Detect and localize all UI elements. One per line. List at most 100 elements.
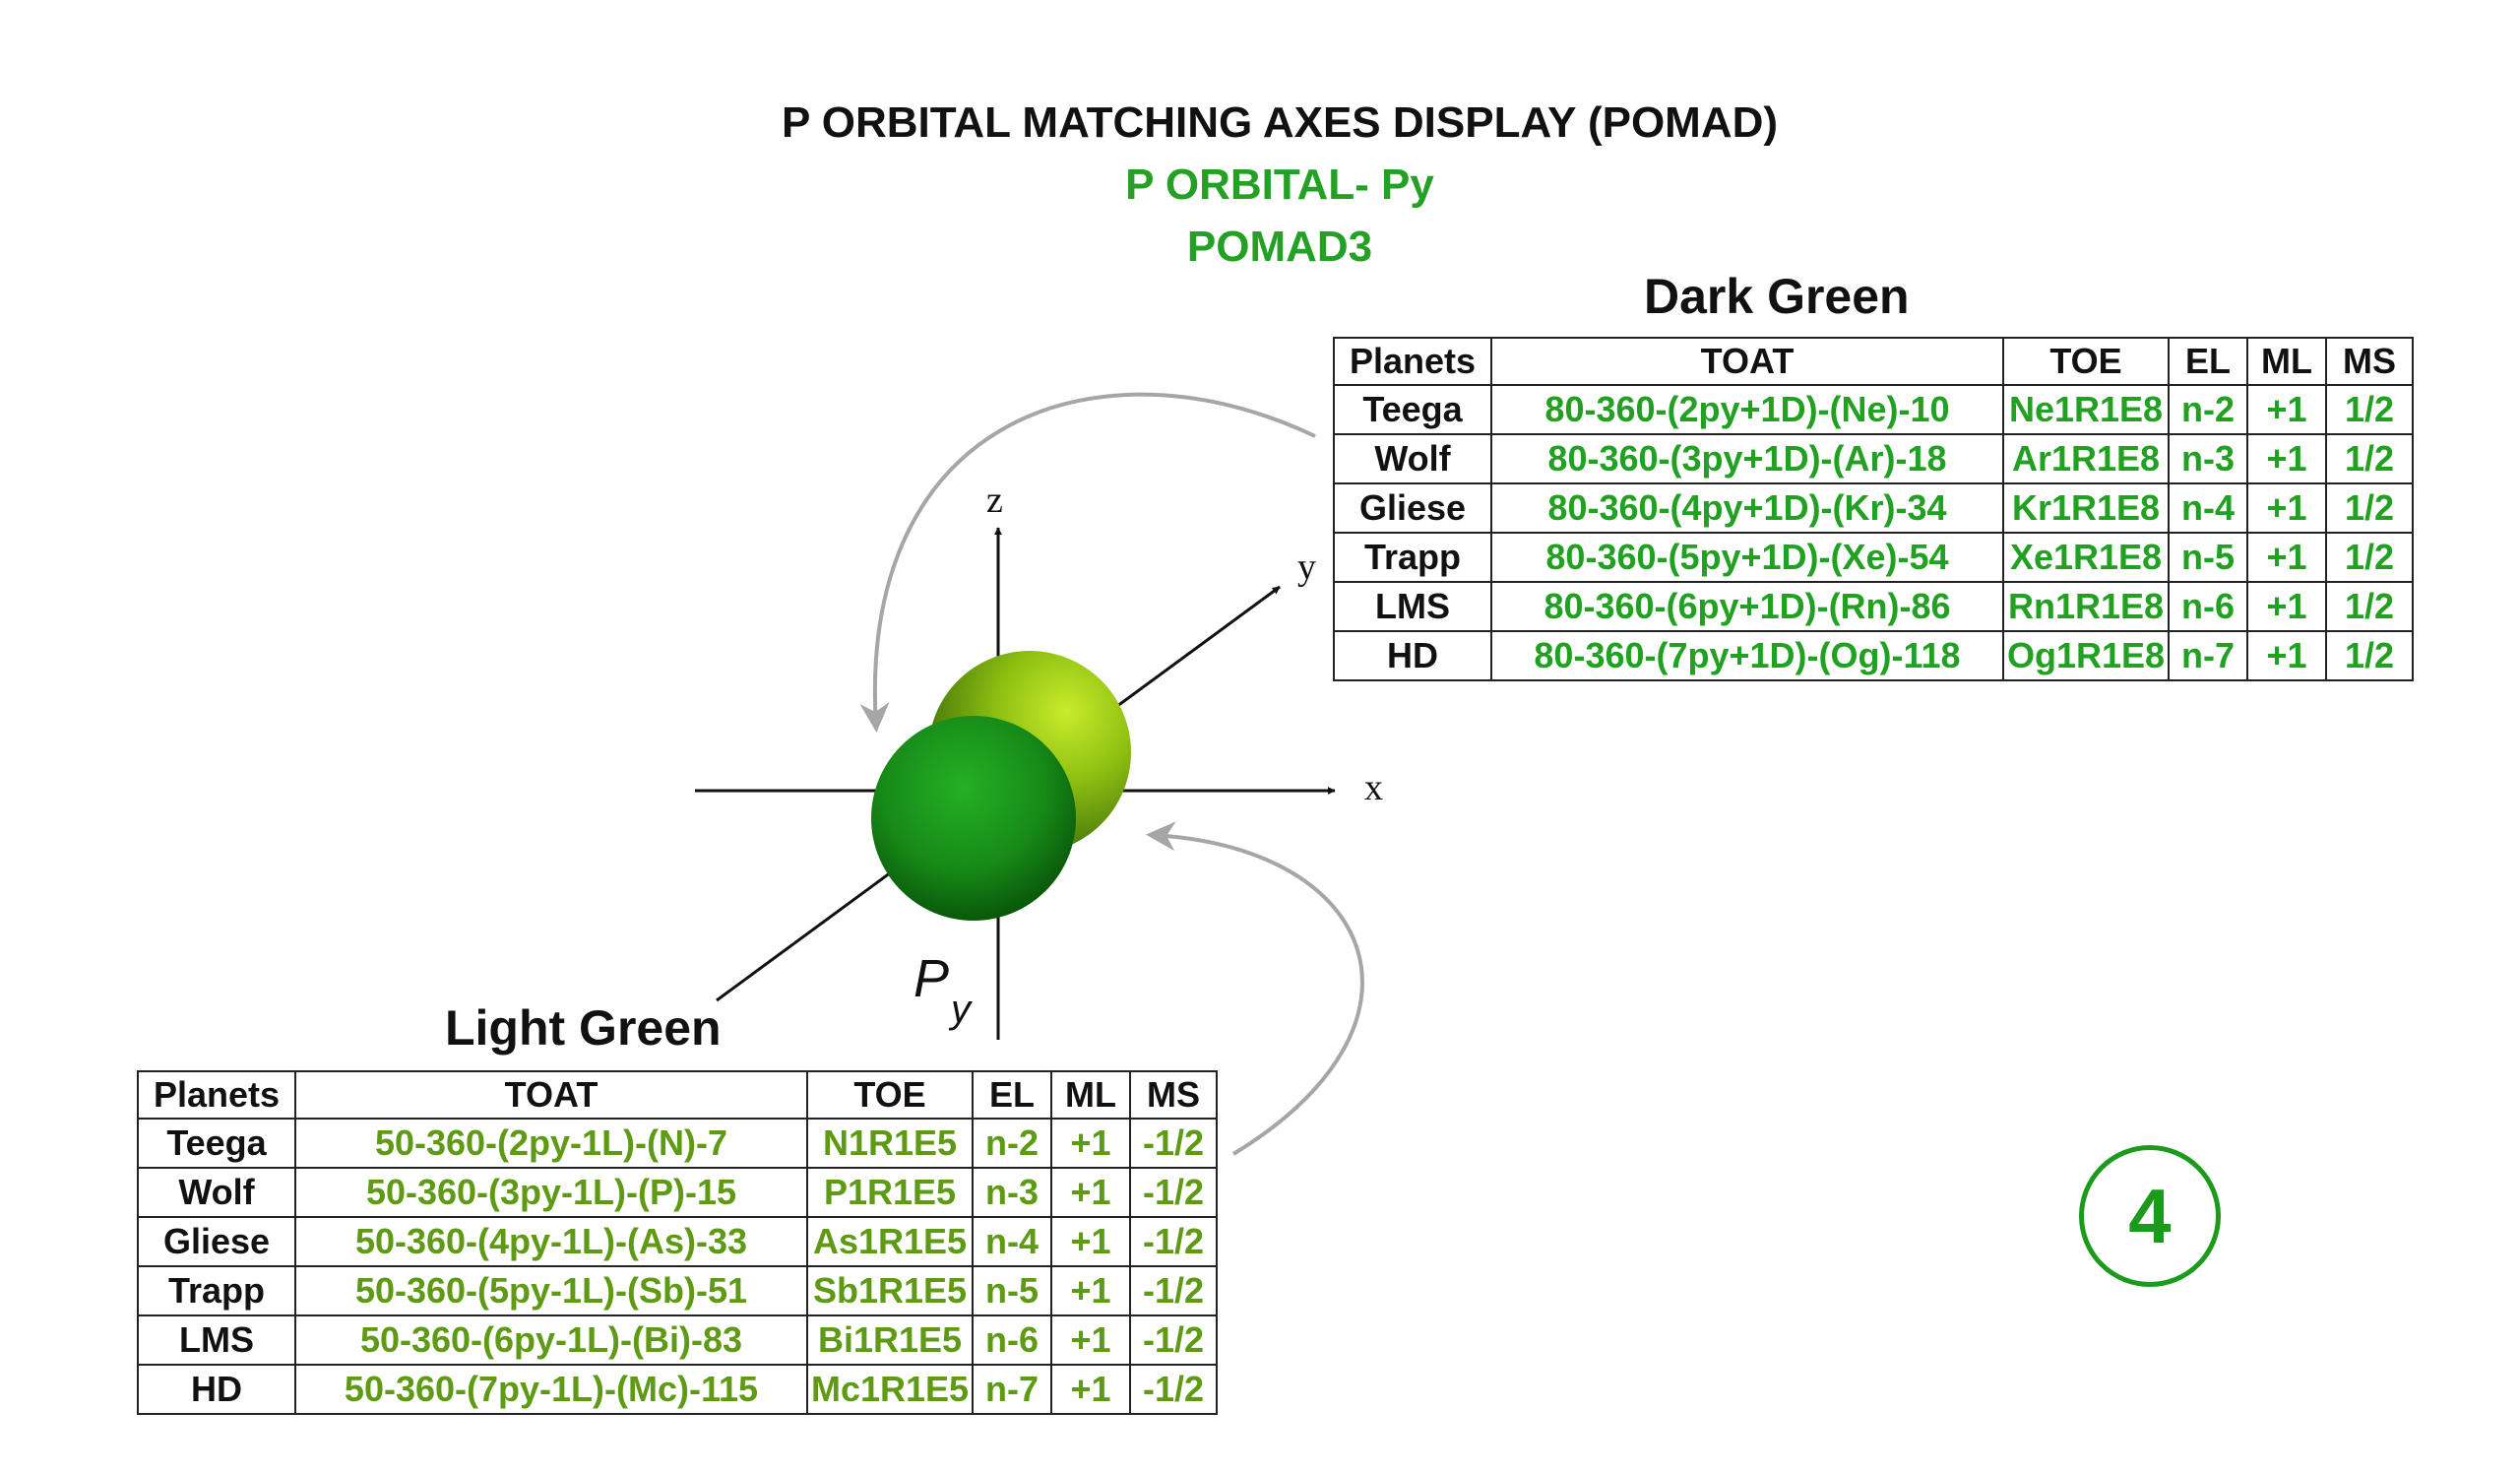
table-cell-ml: +1 bbox=[2246, 532, 2327, 583]
orbital-subtitle: P ORBITAL- Py bbox=[1125, 160, 1434, 209]
table-cell-ml: +1 bbox=[2246, 630, 2327, 681]
table-cell-ms: 1/2 bbox=[2325, 532, 2414, 583]
table-cell-ms: -1/2 bbox=[1129, 1364, 1218, 1415]
table-cell-ms: 1/2 bbox=[2325, 581, 2414, 632]
table-cell-ml: +1 bbox=[2246, 433, 2327, 484]
table-cell-toe: Bi1R1E5 bbox=[806, 1314, 974, 1366]
table-cell-planet: Wolf bbox=[137, 1167, 296, 1218]
table-cell-ms: 1/2 bbox=[2325, 384, 2414, 435]
table-cell-ms: 1/2 bbox=[2325, 630, 2414, 681]
table-cell-toe: P1R1E5 bbox=[806, 1167, 974, 1218]
table-cell-el: n-3 bbox=[2168, 433, 2248, 484]
pomad-code: POMAD3 bbox=[1186, 223, 1373, 271]
axis-y-label: y bbox=[1297, 546, 1316, 588]
column-header: ML bbox=[1050, 1070, 1131, 1120]
table-cell-toat: 80-360-(2py+1D)-(Ne)-10 bbox=[1490, 384, 2004, 435]
page-number-badge: 4 bbox=[2079, 1145, 2221, 1287]
table-cell-planet: Teega bbox=[137, 1118, 296, 1169]
table-cell-toe: Mc1R1E5 bbox=[806, 1364, 974, 1415]
table-header-row: Planets TOAT TOE EL ML MS bbox=[137, 1070, 1218, 1120]
table-cell-toat: 50-360-(4py-1L)-(As)-33 bbox=[294, 1216, 808, 1267]
table-cell-toe: N1R1E5 bbox=[806, 1118, 974, 1169]
table-cell-ml: +1 bbox=[1050, 1118, 1131, 1169]
column-header: MS bbox=[2325, 337, 2414, 386]
table-cell-el: n-5 bbox=[2168, 532, 2248, 583]
table-header-row: Planets TOAT TOE EL ML MS bbox=[1333, 337, 2414, 386]
table-cell-el: n-7 bbox=[2168, 630, 2248, 681]
table-cell-toe: Rn1R1E8 bbox=[2002, 581, 2170, 632]
table-cell-toe: Sb1R1E5 bbox=[806, 1265, 974, 1316]
table-cell-el: n-7 bbox=[972, 1364, 1052, 1415]
light-green-heading: Light Green bbox=[445, 1000, 722, 1056]
table-cell-planet: LMS bbox=[137, 1314, 296, 1366]
table-cell-ms: -1/2 bbox=[1129, 1216, 1218, 1267]
table-cell-planet: Wolf bbox=[1333, 433, 1492, 484]
table-cell-planet: LMS bbox=[1333, 581, 1492, 632]
dark-green-heading: Dark Green bbox=[1644, 269, 1910, 324]
table-cell-planet: Gliese bbox=[1333, 482, 1492, 534]
column-header: EL bbox=[972, 1070, 1052, 1120]
table-cell-toat: 50-360-(3py-1L)-(P)-15 bbox=[294, 1167, 808, 1218]
table-cell-planet: Trapp bbox=[1333, 532, 1492, 583]
table-cell-ms: -1/2 bbox=[1129, 1314, 1218, 1366]
table-cell-toat: 50-360-(5py-1L)-(Sb)-51 bbox=[294, 1265, 808, 1316]
table-cell-el: n-4 bbox=[2168, 482, 2248, 534]
column-header: Planets bbox=[137, 1070, 296, 1120]
table-cell-toat: 80-360-(7py+1D)-(Og)-118 bbox=[1490, 630, 2004, 681]
table-cell-ml: +1 bbox=[2246, 581, 2327, 632]
table-cell-toe: Ar1R1E8 bbox=[2002, 433, 2170, 484]
table-cell-ml: +1 bbox=[2246, 384, 2327, 435]
table-cell-ml: +1 bbox=[2246, 482, 2327, 534]
table-cell-ml: +1 bbox=[1050, 1167, 1131, 1218]
column-header: TOE bbox=[2002, 337, 2170, 386]
table-cell-planet: Trapp bbox=[137, 1265, 296, 1316]
table-cell-toat: 80-360-(3py+1D)-(Ar)-18 bbox=[1490, 433, 2004, 484]
orbital-label-subscript: y bbox=[948, 988, 974, 1031]
table-cell-toe: Kr1R1E8 bbox=[2002, 482, 2170, 534]
table-cell-el: n-6 bbox=[972, 1314, 1052, 1366]
table-cell-ms: -1/2 bbox=[1129, 1167, 1218, 1218]
table-cell-el: n-5 bbox=[972, 1265, 1052, 1316]
column-header: TOE bbox=[806, 1070, 974, 1120]
table-cell-ml: +1 bbox=[1050, 1265, 1131, 1316]
axis-x-label: x bbox=[1364, 767, 1383, 808]
dark-green-connector-arrow bbox=[859, 392, 1316, 733]
page-title: P ORBITAL MATCHING AXES DISPLAY (POMAD) bbox=[781, 98, 1779, 147]
column-header: TOAT bbox=[294, 1070, 808, 1120]
table-cell-toe: As1R1E5 bbox=[806, 1216, 974, 1267]
table-cell-el: n-2 bbox=[972, 1118, 1052, 1169]
table-cell-el: n-3 bbox=[972, 1167, 1052, 1218]
table-cell-ms: -1/2 bbox=[1129, 1118, 1218, 1169]
table-cell-toat: 80-360-(5py+1D)-(Xe)-54 bbox=[1490, 532, 2004, 583]
table-cell-ms: -1/2 bbox=[1129, 1265, 1218, 1316]
column-header: TOAT bbox=[1490, 337, 2004, 386]
table-cell-planet: Teega bbox=[1333, 384, 1492, 435]
table-cell-ms: 1/2 bbox=[2325, 482, 2414, 534]
column-header: EL bbox=[2168, 337, 2248, 386]
table-cell-ml: +1 bbox=[1050, 1314, 1131, 1366]
table-cell-el: n-2 bbox=[2168, 384, 2248, 435]
dark-green-lobe bbox=[871, 716, 1076, 921]
table-cell-el: n-4 bbox=[972, 1216, 1052, 1267]
table-cell-planet: Gliese bbox=[137, 1216, 296, 1267]
orbital-label-main: P bbox=[914, 949, 949, 1008]
table-cell-ml: +1 bbox=[1050, 1216, 1131, 1267]
table-cell-toe: Ne1R1E8 bbox=[2002, 384, 2170, 435]
table-cell-toat: 50-360-(2py-1L)-(N)-7 bbox=[294, 1118, 808, 1169]
axis-z-label: z bbox=[986, 480, 1003, 521]
table-cell-planet: HD bbox=[1333, 630, 1492, 681]
